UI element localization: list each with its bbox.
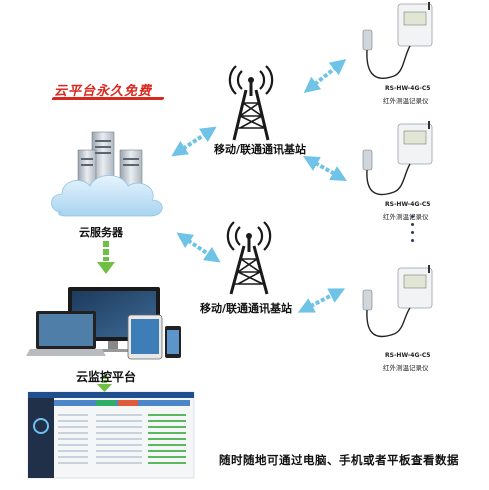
platform-label: 云监控平台 xyxy=(76,370,137,384)
link-arrow xyxy=(303,59,347,93)
ellipsis-dots xyxy=(409,215,415,247)
cloud-server-label: 云服务器 xyxy=(79,226,123,239)
client-devices-icon xyxy=(26,287,181,360)
device-name: 红外测温记录仪 xyxy=(383,364,429,372)
down-arrow-icon xyxy=(97,241,115,274)
signal-tower-icon xyxy=(226,221,272,295)
device-model: RS-HW-4G-C5 xyxy=(385,85,431,92)
device-name: 红外测温记录仪 xyxy=(383,97,429,105)
temperature-recorder-icon xyxy=(362,265,433,338)
promo-underline xyxy=(51,97,165,100)
dashboard-screenshot xyxy=(27,391,195,479)
down-arrow-icon xyxy=(97,375,112,392)
device-model: RS-HW-4G-C5 xyxy=(385,352,431,359)
tower-label: 移动/联通通讯基站 xyxy=(214,143,307,156)
promo-text: 云平台永久免费 xyxy=(54,84,153,99)
cloud-server-icon xyxy=(51,131,163,217)
link-arrow xyxy=(176,232,221,263)
signal-tower-icon xyxy=(228,65,274,141)
link-arrow xyxy=(297,288,346,313)
temperature-recorder-icon xyxy=(362,2,433,79)
tower-label: 移动/联通通讯基站 xyxy=(200,302,293,315)
link-arrow xyxy=(171,126,217,157)
device-name: 红外测温记录仪 xyxy=(383,213,429,221)
device-model: RS-HW-4G-C5 xyxy=(385,201,431,208)
footer-text: 随时随地可通过电脑、手机或者平板查看数据 xyxy=(219,453,459,467)
temperature-recorder-icon xyxy=(362,121,433,196)
link-arrow xyxy=(303,156,347,181)
